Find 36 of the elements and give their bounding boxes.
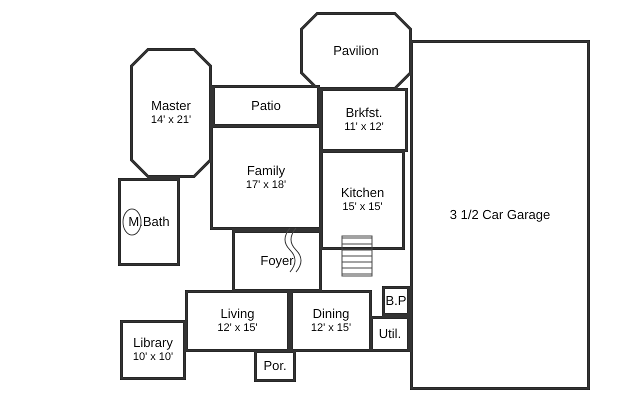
room-name: B.P: [386, 294, 406, 308]
room-name: Family: [246, 164, 286, 178]
room-name: 3 1/2 Car Garage: [450, 208, 550, 222]
room-outline: [290, 290, 372, 352]
room-name: Library: [133, 336, 173, 350]
room-name: Brkfst.: [346, 106, 382, 120]
room-name: Kitchen: [340, 186, 384, 200]
room-outline: [370, 316, 410, 352]
room-outline: [232, 230, 322, 292]
room-name: Master: [151, 99, 191, 113]
room-dimensions: 15' x 15': [342, 200, 383, 214]
room-outline: [382, 286, 410, 316]
room-outline: [130, 48, 212, 178]
room-dimensions: 10' x 10': [132, 350, 174, 364]
room-outline: [410, 40, 590, 390]
room-name: Por.: [263, 359, 287, 373]
room-dimensions: 17' x 18': [246, 178, 286, 192]
room-name: Dining: [312, 307, 350, 321]
room-name: Pavilion: [333, 44, 379, 58]
room-outline: [210, 125, 322, 230]
room-outline: [118, 178, 180, 266]
room-dimensions: 12' x 15': [217, 321, 258, 335]
room-name: Util.: [378, 327, 402, 341]
room-outline: [120, 320, 186, 380]
room-dimensions: 12' x 15': [310, 321, 352, 335]
room-outline: [320, 88, 408, 152]
room-name: Patio: [251, 99, 281, 113]
room-outline: [320, 150, 405, 250]
room-outline: [185, 290, 290, 352]
room-dimensions: 14' x 21': [150, 113, 192, 127]
room-outline: [212, 85, 320, 127]
room-outline: [300, 12, 412, 90]
room-dimensions: 11' x 12': [344, 120, 384, 134]
room-name: Foyer: [260, 254, 294, 268]
room-outline: [254, 350, 296, 382]
room-name: Living: [220, 307, 254, 321]
